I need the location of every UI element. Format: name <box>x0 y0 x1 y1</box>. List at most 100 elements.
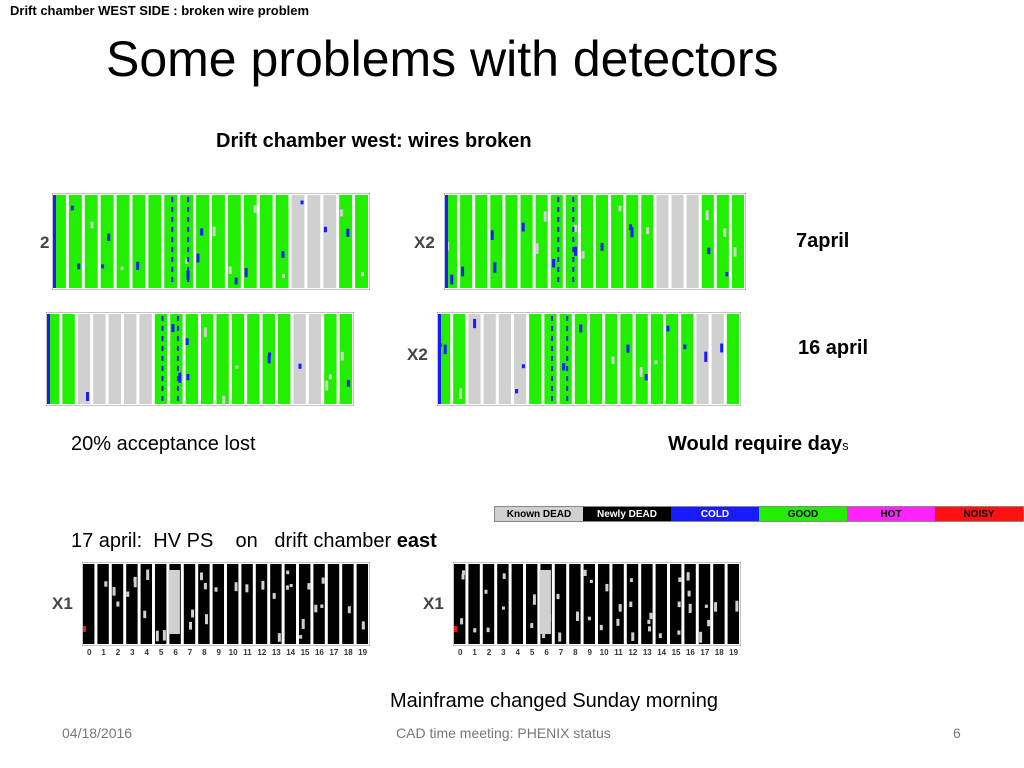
wire-cell <box>611 356 615 365</box>
legend-item-noisy: NOISY <box>935 507 1023 521</box>
wire-cell <box>573 246 577 256</box>
wire-cell <box>298 363 302 369</box>
footer-center: CAD time meeting: PHENIX status <box>396 725 611 741</box>
wire-cell <box>515 389 519 394</box>
channel-tick-label: 2 <box>115 648 121 657</box>
wire-cell <box>101 264 105 269</box>
wire-cell <box>626 344 630 353</box>
wire-cell <box>735 600 739 612</box>
wire-cell <box>493 262 497 273</box>
cold-wire-segment <box>566 386 569 391</box>
grid-frame <box>82 562 370 646</box>
wire-cell <box>573 224 577 233</box>
wire-cell <box>558 632 562 642</box>
wire-cell <box>107 233 111 241</box>
cold-wire-segment <box>171 257 174 262</box>
cold-wire-segment <box>566 336 569 341</box>
cold-wire-segment <box>187 247 190 252</box>
wire-cell <box>714 602 718 612</box>
wire-column <box>327 564 340 644</box>
wire-cell <box>77 263 81 270</box>
wire-cell <box>631 632 635 641</box>
wire-cell <box>299 635 303 639</box>
cold-wire-segment <box>176 356 179 361</box>
wire-column <box>100 195 114 288</box>
wire-cell <box>286 570 290 575</box>
wire-cell <box>649 612 653 620</box>
wire-column <box>62 314 75 404</box>
wire-column <box>535 195 548 288</box>
wire-cell <box>277 633 281 642</box>
wire-column <box>529 314 542 404</box>
wire-cell <box>104 581 108 587</box>
wire-cell <box>600 242 604 251</box>
wire-column <box>574 314 587 404</box>
wire-cell <box>212 226 216 237</box>
wire-column <box>713 564 725 644</box>
cold-wire-segment <box>187 237 190 242</box>
wire-cell <box>629 224 633 231</box>
wire-column <box>212 195 225 288</box>
channel-tick-label: 11 <box>614 648 623 657</box>
wire-cell <box>686 572 690 581</box>
wire-cell <box>340 209 344 217</box>
wire-cell <box>320 604 324 608</box>
wire-cell <box>530 623 534 628</box>
wire-column <box>445 195 458 288</box>
wire-cell <box>222 395 226 406</box>
wire-cell <box>268 352 272 357</box>
wire-column <box>612 564 624 644</box>
wire-column <box>468 314 481 404</box>
cold-wire-segment <box>176 396 179 401</box>
legend-item-newly-dead: Newly DEAD <box>583 507 671 521</box>
wire-cell <box>323 226 327 233</box>
wire-column <box>698 564 711 644</box>
wire-cell <box>301 618 305 629</box>
grid-frame <box>46 312 354 406</box>
wire-cell <box>473 383 477 389</box>
wire-column <box>511 564 523 644</box>
noisy-wire-cell <box>83 626 86 632</box>
wire-cell <box>629 601 633 608</box>
channel-tick-label: 3 <box>501 648 506 657</box>
wire-column <box>139 314 152 404</box>
wire-column <box>565 195 578 288</box>
wire-column <box>453 314 466 404</box>
wire-column <box>611 195 624 288</box>
wire-column <box>596 195 609 288</box>
wire-cell <box>298 220 302 226</box>
channel-tick-label: 13 <box>642 648 652 657</box>
cold-wire-segment <box>557 207 560 212</box>
would-require-text: Would require days <box>668 433 849 456</box>
wire-cell <box>733 247 737 257</box>
wire-cell <box>214 587 218 592</box>
wire-cell <box>521 364 525 369</box>
wire-column <box>355 195 368 288</box>
cold-wire-segment <box>566 356 569 361</box>
wire-cell <box>70 205 74 211</box>
cold-wire-segment <box>187 277 190 282</box>
wire-cell <box>155 630 159 642</box>
cold-wire-segment <box>566 366 569 371</box>
wire-cell <box>556 593 560 600</box>
wire-column <box>569 564 581 644</box>
channel-tick-label: 10 <box>599 648 609 657</box>
wire-cell <box>575 611 579 621</box>
channel-tick-label: 17 <box>700 648 710 657</box>
cold-wire-segment <box>171 217 174 222</box>
wire-cell <box>647 626 651 632</box>
cold-wire-segment <box>566 376 569 381</box>
wire-cell <box>589 579 593 583</box>
wire-column <box>696 314 709 404</box>
plane-label-x1: X1 <box>52 594 73 613</box>
wire-column <box>154 314 168 404</box>
wire-cell <box>450 274 454 285</box>
dead-wire-region <box>168 570 180 634</box>
wire-cell <box>328 374 332 380</box>
wire-column <box>598 564 610 644</box>
wire-cell <box>272 593 276 599</box>
wire-cell <box>253 205 257 213</box>
plane-label-cut: 2 <box>40 233 50 252</box>
channel-tick-label: 18 <box>343 648 353 657</box>
legend-item-hot: HOT <box>847 507 935 521</box>
